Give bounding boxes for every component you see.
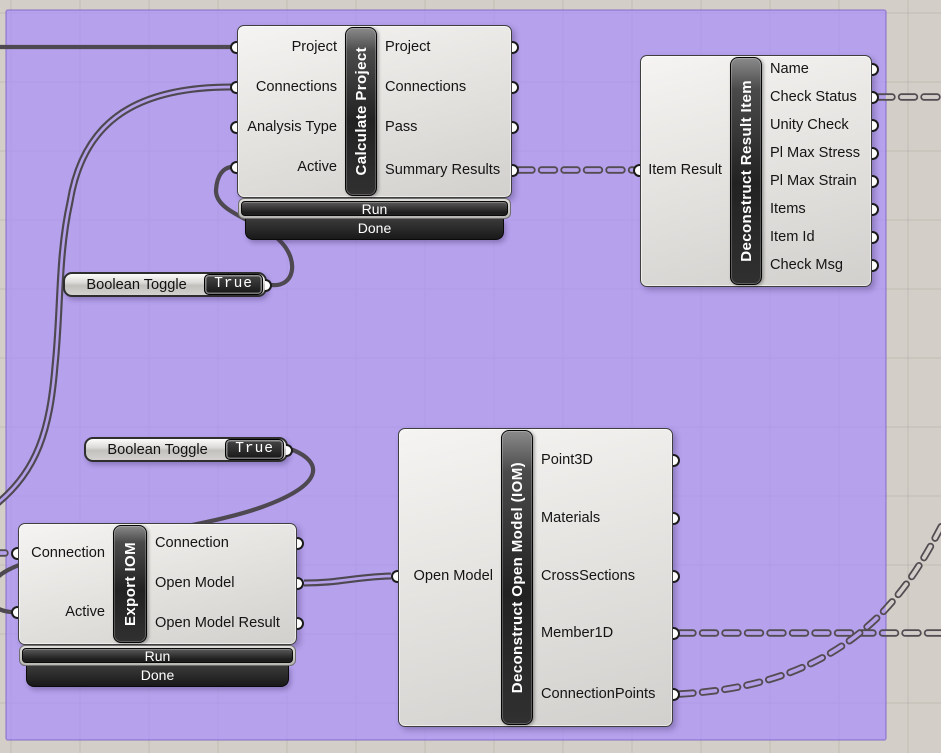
- output-nub-name[interactable]: [872, 63, 879, 76]
- input-nub-connections[interactable]: [230, 81, 237, 94]
- output-nub-member1d[interactable]: [673, 627, 680, 640]
- input-port-active: Active: [297, 159, 337, 175]
- output-port-connection: Connection: [155, 535, 229, 551]
- done-status-bar: Done: [245, 219, 504, 240]
- boolean-toggle-2[interactable]: Boolean Toggle True: [84, 437, 293, 462]
- input-port-connection: Connection: [31, 545, 105, 561]
- toggle-output-nub[interactable]: [265, 279, 272, 292]
- component-title: Export IOM: [121, 541, 139, 626]
- output-port-member1d: Member1D: [541, 625, 614, 641]
- output-port-name: Name: [770, 61, 809, 77]
- output-port-connections: Connections: [385, 79, 467, 95]
- input-port-analysis-type: Analysis Type: [247, 119, 337, 135]
- toggle-value-button[interactable]: True: [204, 274, 263, 295]
- output-nub-connectionpoints[interactable]: [673, 688, 680, 701]
- output-port-project: Project: [385, 39, 431, 55]
- input-nub-active[interactable]: [11, 606, 18, 619]
- input-port-active: Active: [65, 604, 105, 620]
- output-nub-crosssections[interactable]: [673, 570, 680, 583]
- toggle-label: Boolean Toggle: [107, 441, 208, 458]
- run-button-label: Run: [241, 201, 508, 216]
- output-nub-check-status[interactable]: [872, 91, 879, 104]
- component-body[interactable]: [398, 428, 673, 727]
- component-title: Deconstruct Result Item: [737, 80, 755, 262]
- output-port-items: Items: [770, 201, 806, 217]
- output-nub-pass[interactable]: [512, 121, 519, 134]
- input-nub-item-result[interactable]: [633, 164, 640, 177]
- input-nub-project[interactable]: [230, 41, 237, 54]
- output-nub-pl-max-strain[interactable]: [872, 175, 879, 188]
- output-port-materials: Materials: [541, 510, 601, 526]
- output-nub-unity-check[interactable]: [872, 119, 879, 132]
- output-port-summary-results: Summary Results: [385, 162, 501, 178]
- wire-to-connections-input-core: [0, 85, 232, 503]
- component-body[interactable]: [18, 523, 297, 645]
- output-port-pass: Pass: [385, 119, 418, 135]
- output-nub-check-msg[interactable]: [872, 259, 879, 272]
- output-port-unity-check: Unity Check: [770, 117, 849, 133]
- output-port-check-status: Check Status: [770, 89, 857, 105]
- output-nub-pl-max-stress[interactable]: [872, 147, 879, 160]
- output-port-connectionpoints: ConnectionPoints: [541, 686, 656, 702]
- input-nub-connection[interactable]: [11, 547, 18, 560]
- input-port-item-result: Item Result: [648, 162, 722, 178]
- output-port-open-model-result: Open Model Result: [155, 615, 280, 631]
- wire-connectionpoints-out-core-gray: [886, 523, 941, 612]
- input-nub-analysis-type[interactable]: [230, 121, 237, 134]
- component-title-bar[interactable]: Deconstruct Open Model (IOM): [501, 430, 533, 725]
- component-title-bar[interactable]: Calculate Project: [345, 27, 377, 196]
- output-port-crosssections: CrossSections: [541, 568, 636, 584]
- boolean-toggle-1[interactable]: Boolean Toggle True: [63, 272, 272, 297]
- run-button[interactable]: Run: [19, 645, 296, 666]
- output-port-item-id: Item Id: [770, 229, 815, 245]
- output-port-open-model: Open Model: [155, 575, 235, 591]
- output-nub-point3d[interactable]: [673, 454, 680, 467]
- component-title: Deconstruct Open Model (IOM): [508, 461, 526, 694]
- run-button-label: Run: [22, 648, 293, 663]
- component-title-bar[interactable]: Deconstruct Result Item: [730, 57, 762, 285]
- output-port-pl-max-strain: Pl Max Strain: [770, 173, 857, 189]
- output-nub-connections[interactable]: [512, 81, 519, 94]
- input-port-connections: Connections: [255, 79, 337, 95]
- output-port-check-msg: Check Msg: [770, 257, 843, 273]
- toggle-value-button[interactable]: True: [225, 439, 284, 460]
- output-nub-materials[interactable]: [673, 512, 680, 525]
- done-status-bar: Done: [26, 666, 289, 687]
- output-nub-summary-results[interactable]: [512, 164, 519, 177]
- output-nub-items[interactable]: [872, 203, 879, 216]
- toggle-label: Boolean Toggle: [86, 276, 187, 293]
- component-deconstruct-open-model-iom[interactable]: Deconstruct Open Model (IOM) Open Model Po…: [391, 428, 680, 727]
- output-nub-item-id[interactable]: [872, 231, 879, 244]
- output-nub-open-model-result[interactable]: [297, 617, 304, 630]
- input-port-project: Project: [291, 39, 337, 55]
- run-button[interactable]: Run: [238, 198, 511, 219]
- output-nub-connection[interactable]: [297, 537, 304, 550]
- output-nub-project[interactable]: [512, 41, 519, 54]
- wire-openmodel-to-openmodel-core: [303, 574, 392, 585]
- input-port-open-model: Open Model: [413, 568, 493, 584]
- output-port-pl-max-stress: Pl Max Stress: [770, 145, 861, 161]
- component-title-bar[interactable]: Export IOM: [113, 525, 147, 643]
- component-title: Calculate Project: [352, 47, 370, 176]
- output-nub-open-model[interactable]: [297, 577, 304, 590]
- input-nub-active[interactable]: [230, 161, 237, 174]
- input-nub-open-model[interactable]: [391, 570, 398, 583]
- output-port-point3d: Point3D: [541, 452, 593, 468]
- toggle-output-nub[interactable]: [286, 444, 293, 457]
